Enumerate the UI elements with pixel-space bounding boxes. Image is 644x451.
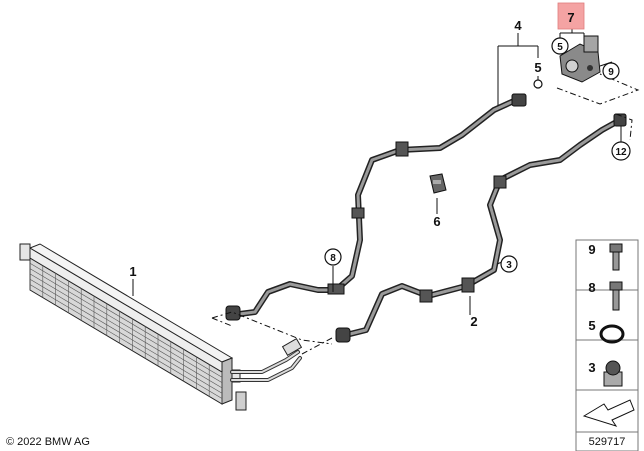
upper-oil-hose[interactable] [225,93,527,321]
parts-legend: 9 8 5 3 [575,239,639,451]
valve-highlight-box [557,2,585,30]
dashed-guides [211,73,640,355]
label-5-plain[interactable]: 5 [534,60,541,75]
label-7[interactable]: 7 [567,10,574,25]
label-2[interactable]: 2 [470,314,477,329]
radiator-fin [29,268,223,383]
label-3-circled[interactable]: 3 [506,260,512,271]
diagram-number: 529717 [589,436,626,448]
bolt-8-icon [609,281,623,311]
label-5-circled[interactable]: 5 [557,42,563,53]
oil-cooler-radiator[interactable] [19,243,247,411]
radiator-fin [29,263,223,378]
legend-label-8[interactable]: 8 [588,280,595,295]
leader-lines [132,27,622,315]
label-4[interactable]: 4 [514,18,522,33]
circle-5 [551,37,569,55]
radiator-fin [29,278,223,394]
circle-8 [324,248,342,266]
hose-clip[interactable] [429,173,447,194]
label-12-circled[interactable]: 12 [615,147,627,158]
label-9-circled[interactable]: 9 [608,67,614,78]
legend-label-5[interactable]: 5 [588,318,595,333]
o-ring-icon [599,324,625,344]
radiator-fin [29,284,223,399]
o-ring-small [533,79,543,89]
label-1[interactable]: 1 [129,264,136,279]
thermostat-valve[interactable] [559,35,601,83]
legend-label-3[interactable]: 3 [588,360,595,375]
direction-arrow-icon [582,399,635,427]
circle-3 [500,255,518,273]
label-8-circled[interactable]: 8 [330,253,336,264]
label-6[interactable]: 6 [433,214,440,229]
copyright-text: © 2022 BMW AG [6,436,90,448]
radiator-pipes [230,337,303,382]
circle-12 [611,141,631,161]
legend-label-9[interactable]: 9 [588,242,595,257]
circle-9 [602,62,620,80]
lower-oil-hose[interactable] [335,113,627,343]
bolt-9-icon [609,243,623,271]
clamp-icon [603,360,623,387]
radiator-fin [29,273,223,389]
part-labels: 1 2 4 6 7 5 5 9 12 8 3 [129,10,631,329]
